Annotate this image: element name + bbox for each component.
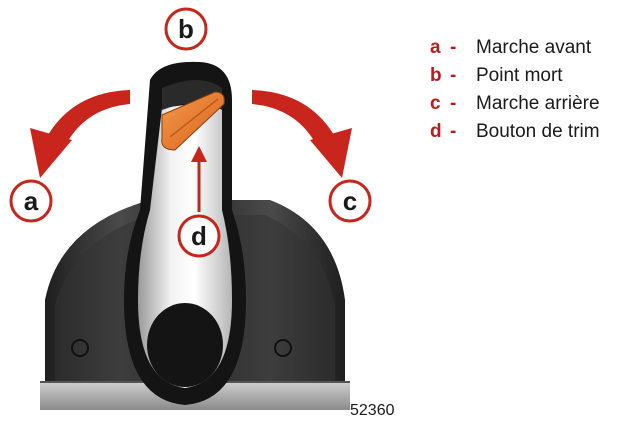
figure-number: 52360 <box>350 402 395 419</box>
legend: a - Marche avant b - Point mort c - Marc… <box>430 34 600 146</box>
legend-item-c: c - Marche arrière <box>430 90 600 118</box>
legend-label: Marche avant <box>476 37 592 58</box>
screw-left <box>71 339 89 357</box>
curved-arrow-forward-icon <box>30 90 130 178</box>
callout-c: c <box>328 179 372 223</box>
trim-button <box>161 91 225 151</box>
trim-pointer-arrow-icon <box>191 146 207 212</box>
legend-dash: - <box>450 37 457 58</box>
legend-label: Bouton de trim <box>476 121 600 142</box>
screw-right <box>274 339 292 357</box>
curved-arrow-reverse-icon <box>252 90 352 178</box>
legend-key: d <box>430 121 442 142</box>
legend-dash: - <box>450 121 457 142</box>
callout-c-label: c <box>343 186 357 216</box>
legend-item-a: a - Marche avant <box>430 34 600 62</box>
legend-label: Marche arrière <box>476 93 600 114</box>
legend-key: c <box>430 93 441 114</box>
legend-item-d: d - Bouton de trim <box>430 118 600 146</box>
callout-b: b <box>164 7 208 51</box>
callout-d-label: d <box>191 221 207 251</box>
legend-key: b <box>430 65 442 86</box>
callout-b-label: b <box>178 14 194 44</box>
callout-a-label: a <box>24 186 39 216</box>
legend-dash: - <box>450 93 457 114</box>
callout-a: a <box>9 179 53 223</box>
callout-d: d <box>177 214 221 258</box>
legend-label: Point mort <box>476 65 563 86</box>
legend-dash: - <box>450 65 457 86</box>
legend-item-b: b - Point mort <box>430 62 600 90</box>
legend-key: a <box>430 37 441 58</box>
